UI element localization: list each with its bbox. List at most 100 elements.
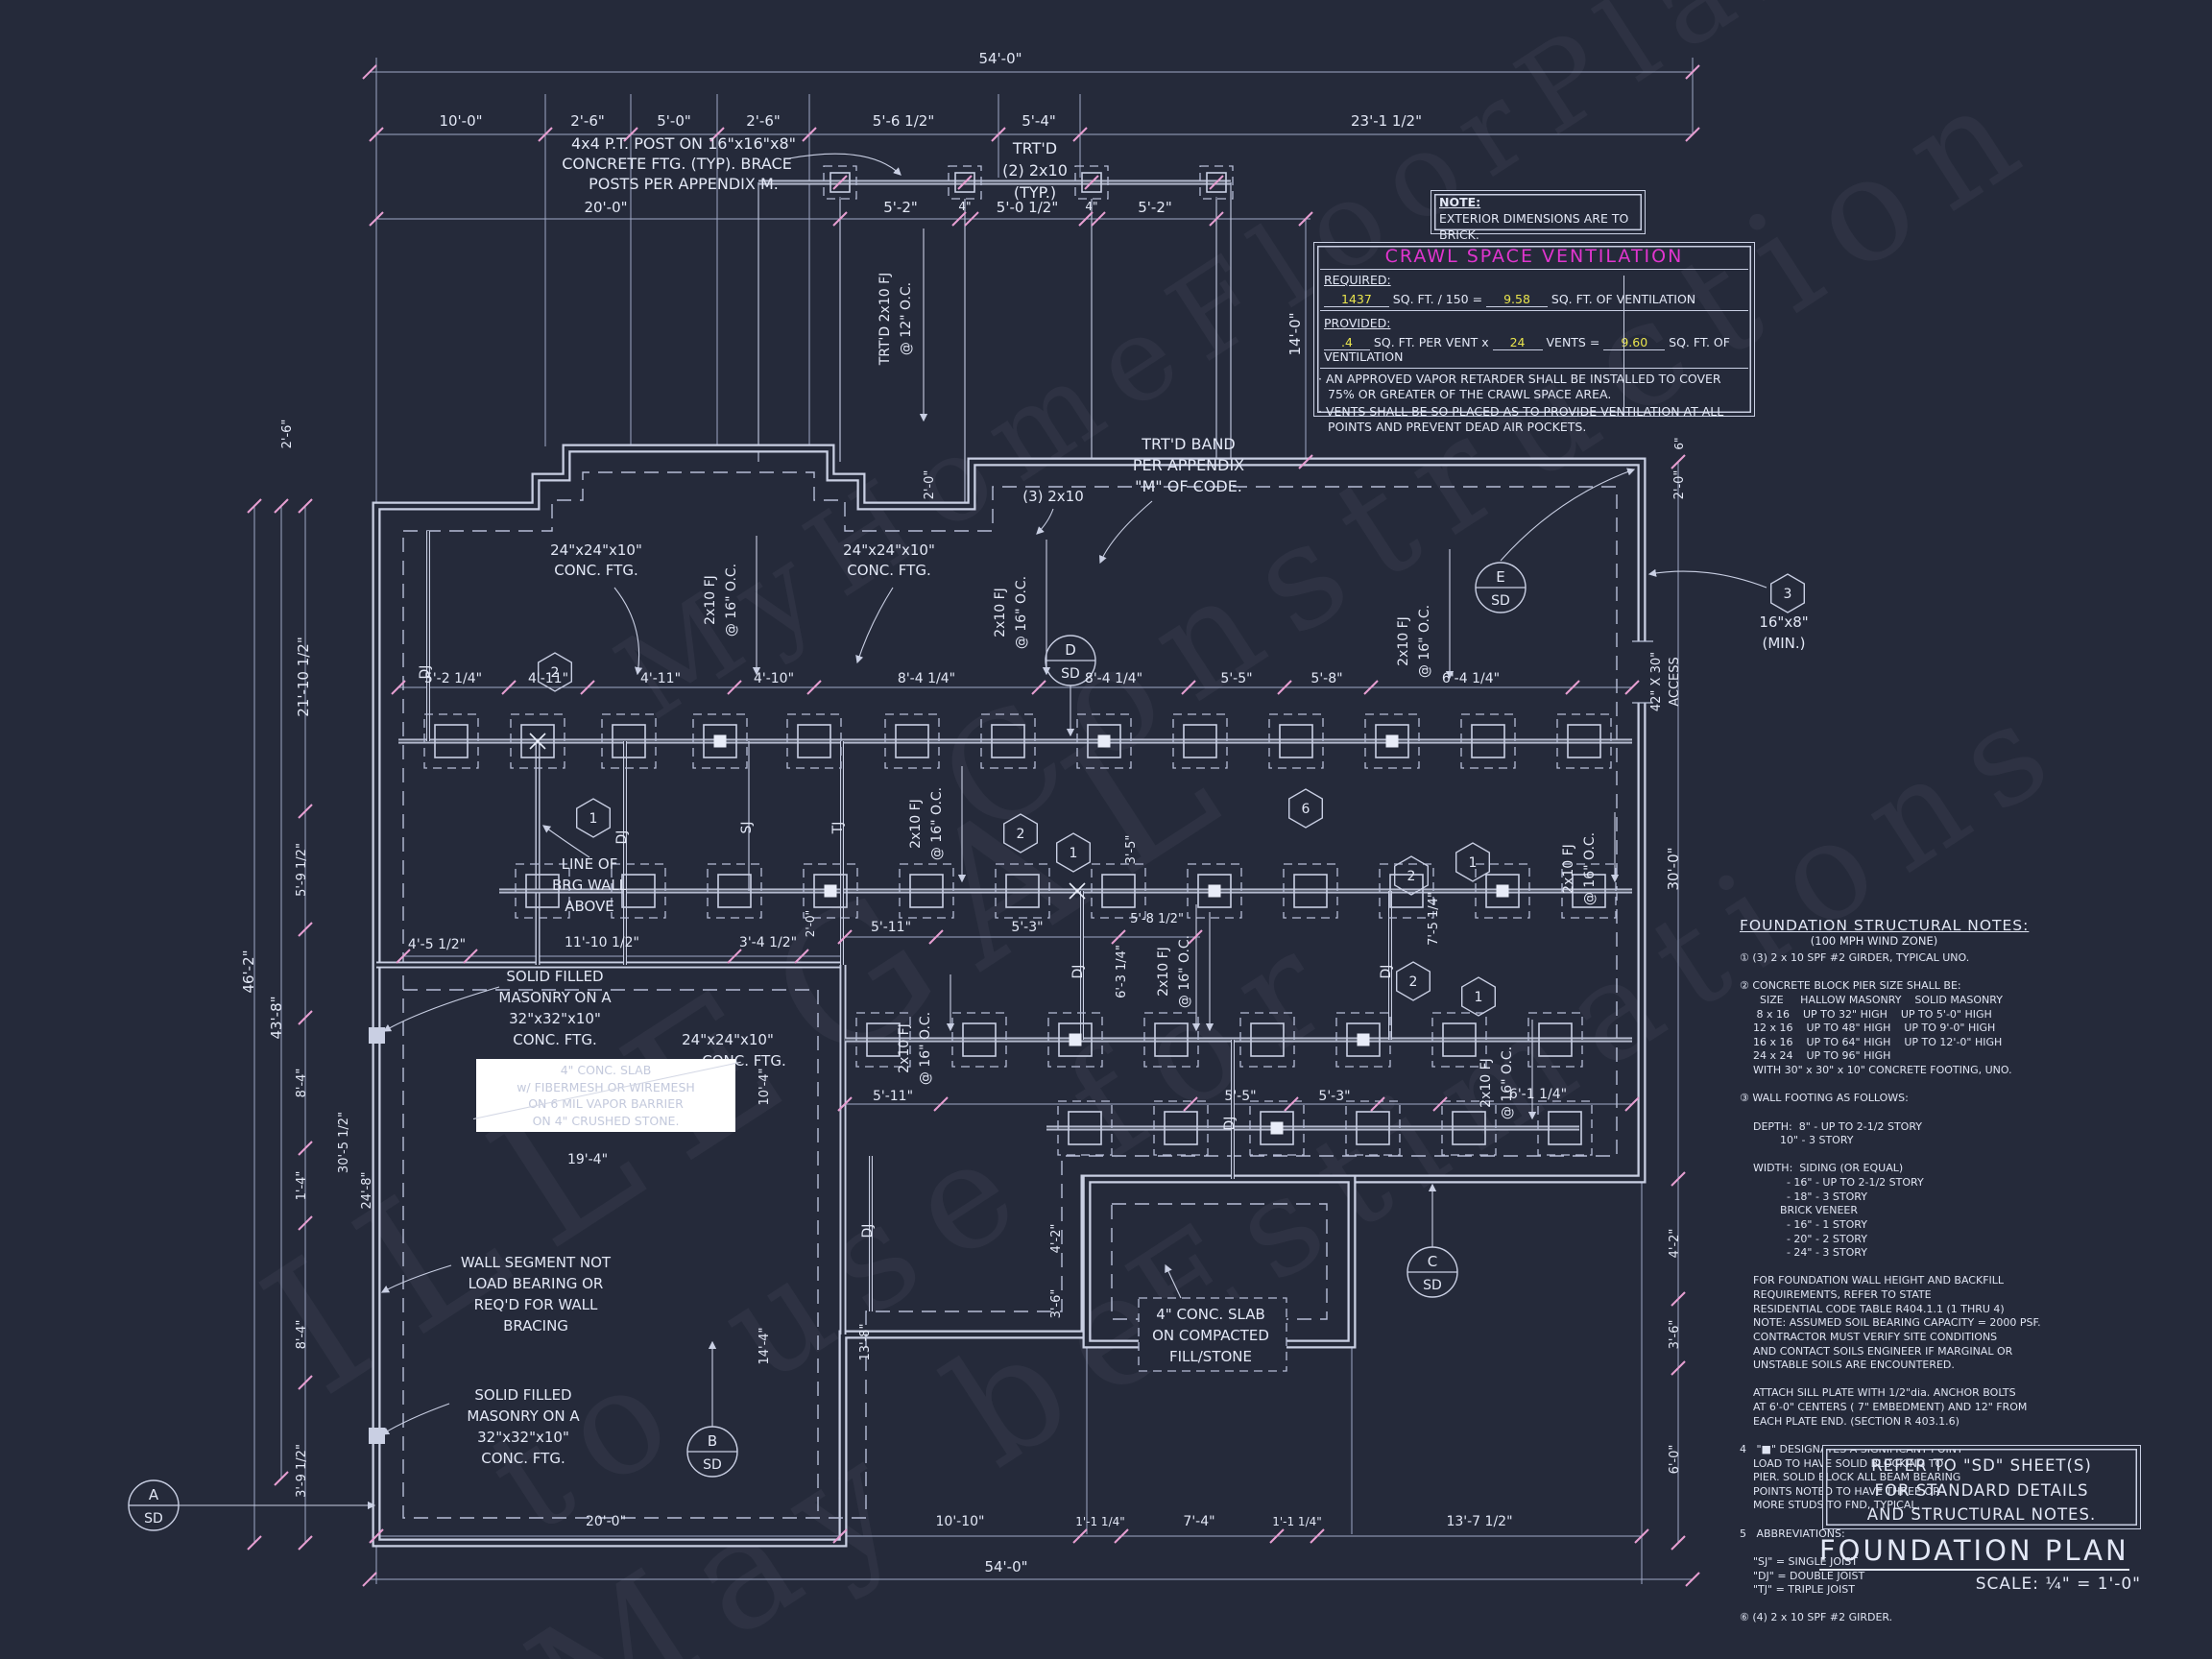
pier-block bbox=[1442, 1022, 1477, 1057]
pier-footing bbox=[1074, 165, 1109, 200]
pier-footing bbox=[855, 1012, 911, 1068]
pier-footing bbox=[1268, 713, 1324, 769]
plan-label: 2'-0" bbox=[1672, 470, 1687, 500]
provided-result-value: 9.60 bbox=[1603, 335, 1666, 350]
pier-footing bbox=[786, 713, 842, 769]
plan-label: 5'-0" bbox=[657, 112, 691, 130]
access-opening bbox=[1632, 641, 1653, 703]
plan-label: 2x10 FJ bbox=[993, 588, 1008, 637]
plan-label: 2x10 FJ bbox=[908, 799, 924, 849]
plan-label: (TYP.) bbox=[1014, 183, 1056, 202]
plan-label: @ 12" O.C. bbox=[899, 282, 914, 355]
notes-heading: FOUNDATION STRUCTURAL NOTES: bbox=[1740, 917, 2030, 934]
plan-label: DJ bbox=[1070, 965, 1086, 979]
refer-line: FOR STANDARD DETAILS bbox=[1874, 1480, 2089, 1500]
dim-tick bbox=[298, 1141, 313, 1156]
leader-line bbox=[382, 986, 500, 1032]
dim-tick bbox=[964, 211, 979, 227]
dim-tick bbox=[369, 211, 384, 227]
plan-label: 20'-0" bbox=[584, 199, 627, 216]
pier-block bbox=[1567, 724, 1601, 758]
plan-label: CONCRETE FTG. (TYP). BRACE bbox=[562, 155, 792, 173]
note-heading: NOTE: bbox=[1439, 195, 1481, 209]
pier-footing bbox=[515, 863, 570, 919]
dim-tick bbox=[1363, 680, 1379, 695]
plan-label: 13'-7 1/2" bbox=[1446, 1514, 1512, 1529]
plan-label: 4'-11" bbox=[528, 671, 568, 686]
plan-label: ABOVE bbox=[565, 898, 614, 915]
plan-label: 1'-1 1/4" bbox=[1272, 1515, 1322, 1528]
dim-tick bbox=[298, 498, 313, 514]
pier-block bbox=[1087, 724, 1121, 758]
refer-to-sd-box: REFER TO "SD" SHEET(S) FOR STANDARD DETA… bbox=[1822, 1445, 2141, 1529]
pier-block bbox=[717, 874, 752, 908]
leader-line bbox=[541, 825, 590, 858]
keynote-number: 3 bbox=[1784, 587, 1792, 602]
pier-block bbox=[703, 724, 737, 758]
plan-label: 4'-2" bbox=[1668, 1229, 1682, 1259]
plan-label: 7'-5 1/4" bbox=[1427, 892, 1441, 946]
plan-label: 4x4 P.T. POST ON 16"x16"x8" bbox=[571, 134, 796, 153]
plan-label: 24"x24"x10" bbox=[682, 1031, 774, 1048]
dim-tick bbox=[396, 949, 411, 964]
plan-label: SOLID FILLED bbox=[506, 968, 603, 985]
plan-label: TRT'D BAND bbox=[1141, 435, 1236, 453]
pier-block bbox=[612, 724, 646, 758]
pier-footing bbox=[1076, 713, 1132, 769]
plan-label: 8'-4 1/4" bbox=[1085, 671, 1142, 686]
exterior-dimensions-note: NOTE: EXTERIOR DIMENSIONS ARE TO BRICK. bbox=[1431, 190, 1646, 242]
dim-tick bbox=[802, 127, 817, 142]
plan-label: 16"x8" bbox=[1759, 613, 1808, 631]
plan-label: MASONRY ON A bbox=[467, 1407, 580, 1425]
plan-label: 6'-0" bbox=[1668, 1445, 1682, 1475]
keynote-hexagon bbox=[1460, 976, 1497, 1017]
pier-block bbox=[1164, 1111, 1198, 1145]
plan-label: "M" OF CODE. bbox=[1135, 477, 1242, 495]
pier-footing bbox=[1335, 1012, 1391, 1068]
pier-footing bbox=[1556, 713, 1612, 769]
dim-tick bbox=[832, 175, 848, 190]
keynote-number: 1 bbox=[1469, 855, 1478, 871]
plan-label: CONC. FTG. bbox=[554, 562, 637, 579]
plan-label: 20'-0" bbox=[586, 1514, 626, 1529]
dim-tick bbox=[1298, 211, 1313, 227]
pier-footing bbox=[1143, 1012, 1199, 1068]
plan-label: 2'-6" bbox=[280, 420, 295, 449]
plan-label: CONC. FTG. bbox=[847, 562, 930, 579]
keynote-number: 1 bbox=[1475, 990, 1483, 1005]
plan-label: 5'-8" bbox=[1310, 671, 1342, 686]
pier-block bbox=[621, 874, 656, 908]
slab-note-line: w/ FIBERMESH OR WIREMESH bbox=[517, 1079, 695, 1094]
leader-line bbox=[1036, 508, 1054, 535]
pier-block bbox=[1293, 874, 1328, 908]
plan-label: 5'-5" bbox=[1220, 671, 1252, 686]
dim-tick bbox=[933, 1096, 949, 1112]
pier-footing bbox=[1057, 1100, 1113, 1156]
plan-label: ACCESS bbox=[1668, 657, 1682, 707]
pier-footing bbox=[1441, 1100, 1497, 1156]
plan-label: 2'-6" bbox=[746, 112, 781, 130]
plan-label: MASONRY ON A bbox=[498, 989, 612, 1006]
dim-tick bbox=[463, 949, 478, 964]
dimension-lines bbox=[253, 58, 1694, 1584]
dim-tick bbox=[1031, 680, 1046, 695]
dim-tick bbox=[794, 949, 809, 964]
point-load-marker bbox=[1208, 884, 1221, 898]
required-formula: SQ. FT. / 150 = bbox=[1392, 292, 1483, 306]
girders bbox=[398, 531, 1632, 1311]
porch-beam bbox=[757, 180, 1232, 506]
plan-label: 10'-0" bbox=[439, 112, 482, 130]
dim-tick bbox=[928, 929, 944, 945]
plan-label: 4'-10" bbox=[754, 671, 794, 686]
plan-label: 8'-4" bbox=[295, 1069, 309, 1098]
pier-footing bbox=[1537, 1100, 1593, 1156]
dim-tick bbox=[832, 211, 848, 227]
plan-label: DJ bbox=[1222, 1117, 1238, 1131]
dim-tick bbox=[623, 127, 638, 142]
leader-line bbox=[855, 587, 894, 664]
dim-tick bbox=[1671, 1535, 1686, 1551]
plan-label: 2'-6" bbox=[570, 112, 605, 130]
sheet-scale: SCALE: ¼" = 1'-0" bbox=[1975, 1575, 2141, 1594]
plan-label: LOAD BEARING OR bbox=[469, 1275, 604, 1292]
